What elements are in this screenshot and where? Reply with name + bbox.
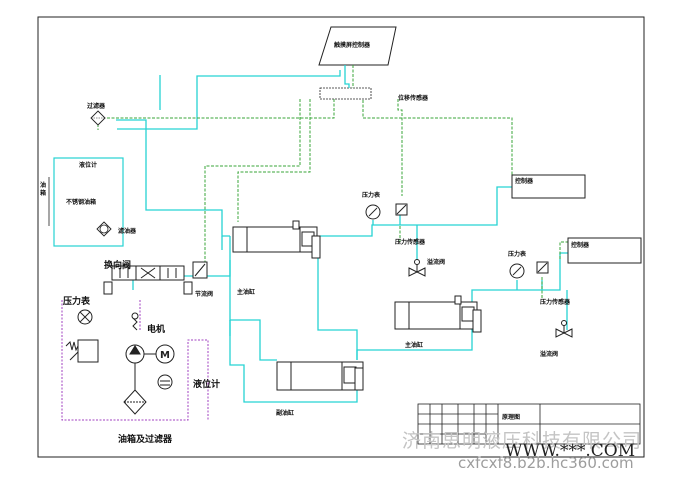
pilot-lines — [97, 65, 568, 298]
label-cylinder-2: 主油缸 — [405, 342, 424, 349]
title-block-name: 原理图 — [502, 414, 521, 421]
filter-diamond — [90, 110, 106, 126]
pressure-lines — [116, 65, 568, 403]
controller-2-box — [567, 237, 642, 264]
label-cylinder-1: 主油缸 — [237, 289, 256, 296]
watermark-company: 济南思明液压科技有限公司 — [402, 430, 643, 452]
main-relief-symbol — [65, 339, 99, 363]
level-meter-symbol — [157, 374, 173, 390]
label-relief-valve-1: 溢流阀 — [427, 259, 446, 266]
label-stainless-tank: 不锈钢油箱 — [66, 199, 97, 206]
label-pressure-switch-1: 压力传感器 — [395, 239, 426, 246]
label-tank-side: 油箱 — [40, 182, 47, 197]
watermark-domain: cxfcxf8.b2b.hc360.com — [458, 454, 634, 472]
controller-1-box — [511, 174, 586, 199]
relief-valve-1-symbol — [408, 259, 426, 277]
cylinder-1 — [232, 220, 321, 259]
label-pressure-gauge-main: 压力表 — [63, 297, 91, 307]
label-controller-1: 控制器 — [515, 178, 534, 185]
label-motor: 电机 — [147, 325, 166, 335]
label-controller-2: 控制器 — [571, 242, 590, 249]
label-level-gauge-box: 液位计 — [79, 162, 98, 169]
label-pressure-gauge-2: 压力表 — [508, 251, 527, 258]
label-level-meter: 液位计 — [193, 380, 221, 390]
pressure-gauge-2-symbol — [509, 263, 525, 279]
label-filter-top: 过滤器 — [87, 103, 106, 110]
pressure-gauge-1-symbol — [365, 204, 381, 220]
pump-motor-symbol: M — [125, 312, 175, 364]
label-sensor-bar: 位移传感器 — [398, 95, 429, 102]
label-relief-valve-2: 溢流阀 — [540, 351, 559, 358]
tank-box — [53, 157, 124, 247]
label-throttle-valve: 节流阀 — [195, 291, 214, 298]
label-hmi: 触摸屏控制器 — [334, 42, 371, 49]
label-cylinder-3: 副油缸 — [276, 410, 295, 417]
tank-boundary — [61, 300, 209, 421]
label-pressure-gauge-1: 压力表 — [362, 192, 381, 199]
pressure-gauge-main-symbol — [77, 309, 93, 325]
cylinder-2 — [394, 295, 482, 333]
title-block — [417, 403, 641, 445]
label-reversing-valve: 换向阀 — [104, 261, 132, 271]
strainer-symbol — [96, 221, 112, 237]
drawing-border — [37, 16, 645, 458]
label-tank-filter: 油箱及过滤器 — [118, 435, 173, 445]
label-strainer: 滤油器 — [118, 228, 137, 235]
relief-valve-2-symbol — [555, 320, 573, 338]
hmi-panel — [318, 26, 397, 66]
cylinder-3 — [276, 361, 364, 391]
sensor-bar — [319, 87, 372, 100]
svg-text:M: M — [160, 350, 170, 361]
watermark-www: WWW.***.COM — [505, 441, 636, 461]
label-pressure-switch-2: 压力传感器 — [540, 299, 571, 306]
reversing-valve-symbol — [103, 265, 193, 295]
